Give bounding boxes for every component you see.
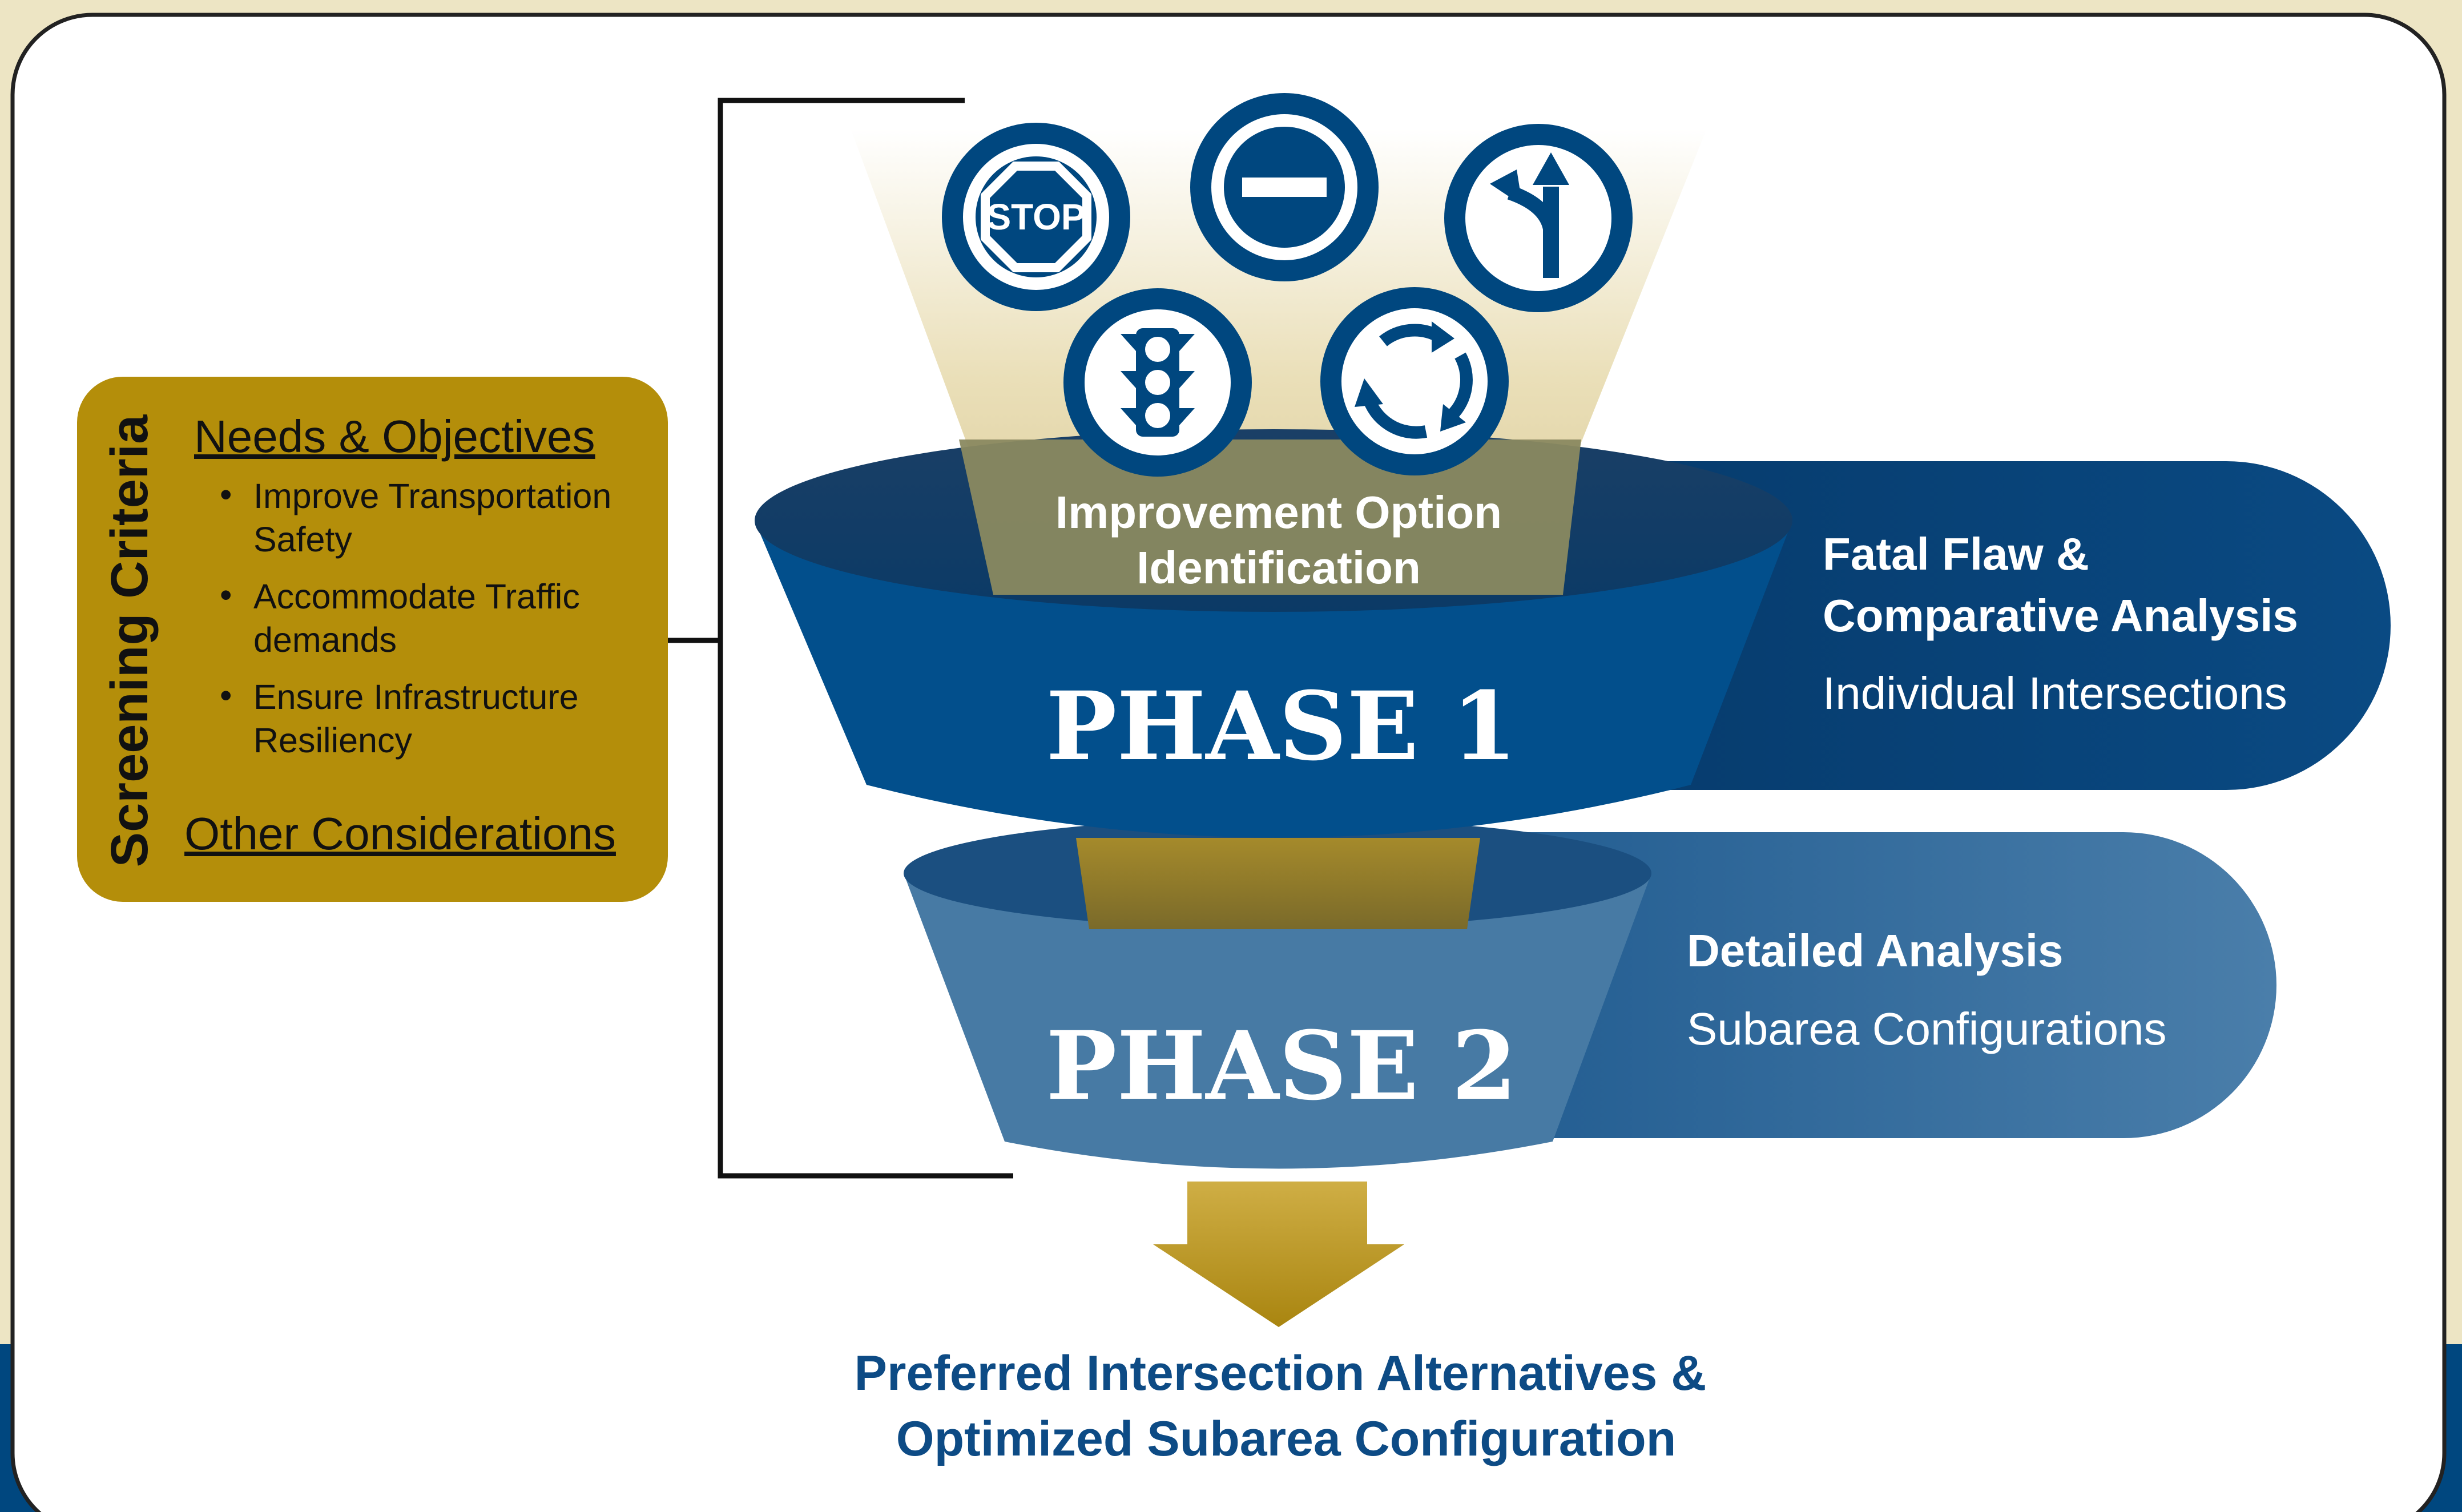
roundabout-icon <box>1320 287 1509 475</box>
result-line2: Optimized Subarea Configuration <box>896 1412 1677 1466</box>
list-item-cont: demands <box>253 620 397 659</box>
result-line1: Preferred Intersection Alternatives & <box>855 1346 1707 1401</box>
list-item: Accommodate Traffic <box>253 577 580 616</box>
stop-sign-label: STOP <box>986 196 1085 237</box>
list-item: Ensure Infrastructure <box>253 678 579 716</box>
down-arrow-icon <box>1153 1182 1404 1327</box>
screening-criteria-title: Screening Criteria <box>100 414 159 867</box>
traffic-light-icon <box>1063 288 1252 477</box>
needs-objectives-heading: Needs & Objectives <box>194 411 595 462</box>
traffic-icons: STOP <box>942 93 1633 477</box>
bracket-connector <box>667 98 1013 1179</box>
list-item: Improve Transportation <box>253 477 611 515</box>
phase2-panel-subtitle: Subarea Configurations <box>1687 1003 2167 1054</box>
phase2-panel-title: Detailed Analysis <box>1687 925 2064 976</box>
list-item-cont: Resiliency <box>253 721 412 760</box>
list-item-cont: Safety <box>253 520 352 559</box>
merge-arrow-icon <box>1444 124 1633 312</box>
bullet-dot: • <box>220 575 232 614</box>
improvement-label-line1: Improvement Option <box>1055 487 1502 538</box>
phase2-panel: Detailed Analysis Subarea Configurations <box>1427 832 2276 1138</box>
phase2-funnel: PHASE 2 <box>904 818 1651 1169</box>
bullet-list: • Improve Transportation Safety • Accomm… <box>220 475 611 760</box>
improvement-option-label: Improvement Option Identification <box>1055 487 1502 593</box>
result-text: Preferred Intersection Alternatives & Op… <box>855 1346 1707 1466</box>
bullet-dot: • <box>220 475 232 514</box>
stop-sign-icon: STOP <box>942 123 1130 311</box>
screening-criteria-box: Screening Criteria Needs & Objectives • … <box>77 377 668 902</box>
bullet-dot: • <box>220 676 232 715</box>
phase1-panel-subtitle: Individual Intersections <box>1823 668 2287 719</box>
other-considerations-heading: Other Considerations <box>184 808 616 859</box>
no-entry-icon <box>1190 93 1379 281</box>
phase2-label: PHASE 2 <box>1046 1010 1517 1121</box>
improvement-label-line2: Identification <box>1137 542 1421 593</box>
phase1-panel-title-line1: Fatal Flaw & <box>1823 529 2089 579</box>
phase1-label: PHASE 1 <box>1046 671 1517 781</box>
phase1-panel-title-line2: Comparative Analysis <box>1823 590 2298 641</box>
phase1-funnel: PHASE 1 <box>755 429 1792 838</box>
